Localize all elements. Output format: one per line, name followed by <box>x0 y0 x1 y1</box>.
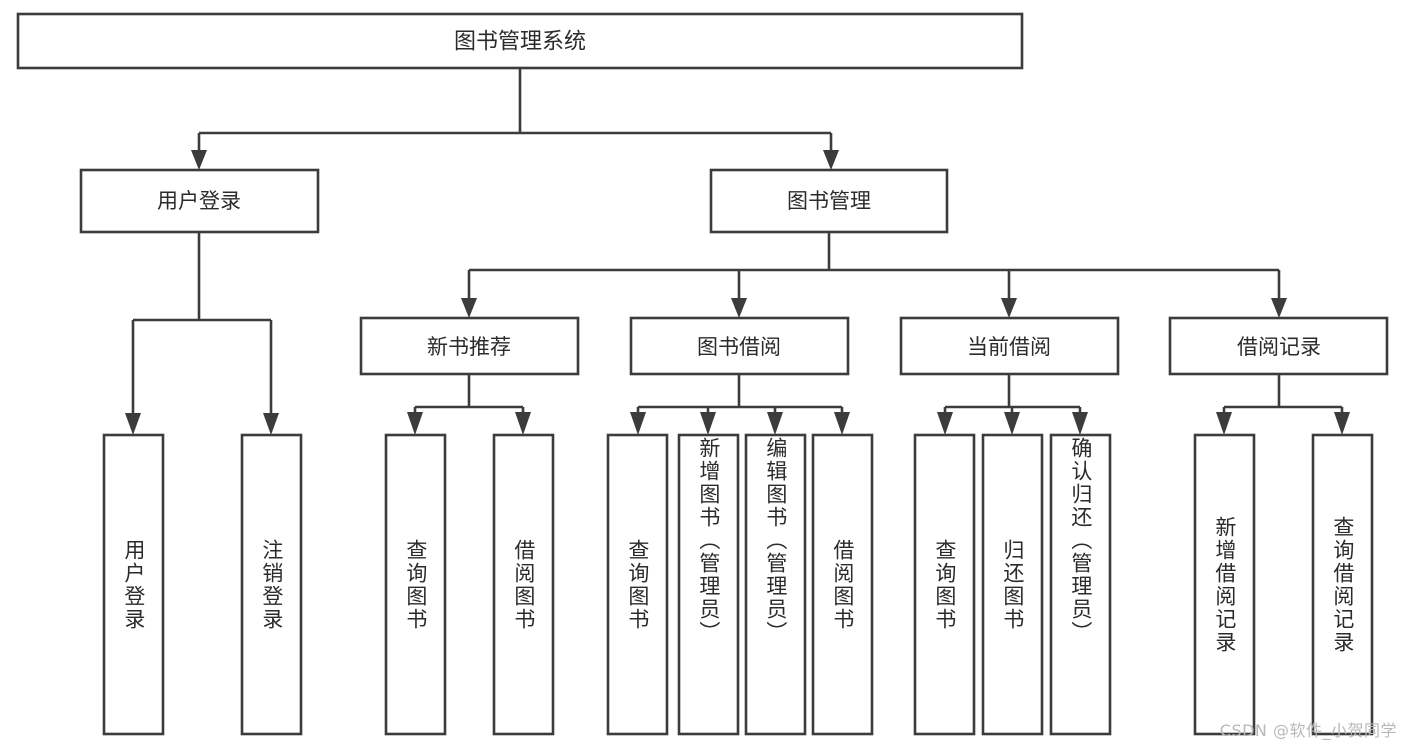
node-root-box[interactable] <box>16 12 1024 70</box>
node-user-login-box[interactable] <box>79 168 320 234</box>
node-new-book-recommend-label: 新书推荐 <box>427 335 511 359</box>
arrow-user-login <box>191 150 207 170</box>
leaf-box-group <box>102 433 1374 736</box>
leaf-box-query-book-b[interactable] <box>606 433 669 736</box>
arrow-borrow-record <box>1271 298 1287 318</box>
arrow-leaf-confirm-return <box>1072 412 1088 435</box>
arrow-leaf-query-book-c <box>937 412 953 435</box>
node-book-borrow-label: 图书借阅 <box>697 335 781 359</box>
node-book-manage-box[interactable] <box>709 168 949 234</box>
arrow-leaf-edit-book <box>767 412 783 435</box>
arrow-leaf-return-book <box>1004 412 1020 435</box>
arrow-book-manage <box>823 150 839 170</box>
arrow-leaf-query-book-a <box>407 412 423 435</box>
node-book-manage-label: 图书管理 <box>787 189 871 213</box>
leaf-box-logout[interactable] <box>240 433 303 736</box>
arrow-leaf-query-book-b <box>630 412 646 435</box>
leaf-box-query-book-c[interactable] <box>913 433 976 736</box>
leaf-box-edit-book[interactable] <box>744 433 807 736</box>
arrow-book-borrow <box>731 298 747 318</box>
node-borrow-record[interactable]: 借阅记录 <box>1168 316 1389 376</box>
leaf-box-borrow-book-a[interactable] <box>492 433 555 736</box>
arrow-leaf-borrow-book-b <box>834 412 850 435</box>
arrow-leaf-query-record <box>1334 412 1350 435</box>
leaf-box-query-record[interactable] <box>1311 433 1374 736</box>
arrow-current-borrow <box>1001 298 1017 318</box>
arrow-leaf-add-record <box>1216 412 1232 435</box>
arrow-leaf-add-book <box>700 412 716 435</box>
node-borrow-record-box[interactable] <box>1168 316 1389 376</box>
leaf-box-query-book-a[interactable] <box>384 433 447 736</box>
arrow-leaf-borrow-book-a <box>515 412 531 435</box>
node-book-borrow[interactable]: 图书借阅 <box>629 316 850 376</box>
leaf-box-add-book[interactable] <box>677 433 740 736</box>
node-book-borrow-box[interactable] <box>629 316 850 376</box>
leaf-box-return-book[interactable] <box>981 433 1044 736</box>
node-root[interactable]: 图书管理系统 <box>16 12 1024 70</box>
watermark-text: CSDN @软件_小贺同学 <box>1219 721 1397 740</box>
node-new-book-recommend[interactable]: 新书推荐 <box>359 316 580 376</box>
arrow-leaf-user-login <box>125 413 141 435</box>
leaf-box-add-record[interactable] <box>1193 433 1256 736</box>
node-current-borrow-label: 当前借阅 <box>967 335 1051 359</box>
leaf-box-borrow-book-b[interactable] <box>811 433 874 736</box>
arrow-new-book-recommend <box>461 298 477 318</box>
node-current-borrow-box[interactable] <box>899 316 1120 376</box>
node-current-borrow[interactable]: 当前借阅 <box>899 316 1120 376</box>
node-user-login-label: 用户登录 <box>157 189 241 213</box>
leaf-box-user-login[interactable] <box>102 433 165 736</box>
connector-group <box>125 68 1350 435</box>
node-user-login[interactable]: 用户登录 <box>79 168 320 234</box>
node-borrow-record-label: 借阅记录 <box>1237 335 1321 359</box>
node-root-label: 图书管理系统 <box>454 30 586 55</box>
node-new-book-recommend-box[interactable] <box>359 316 580 376</box>
leaf-box-confirm-return[interactable] <box>1049 433 1112 736</box>
arrow-leaf-logout <box>263 413 279 435</box>
node-book-manage[interactable]: 图书管理 <box>709 168 949 234</box>
